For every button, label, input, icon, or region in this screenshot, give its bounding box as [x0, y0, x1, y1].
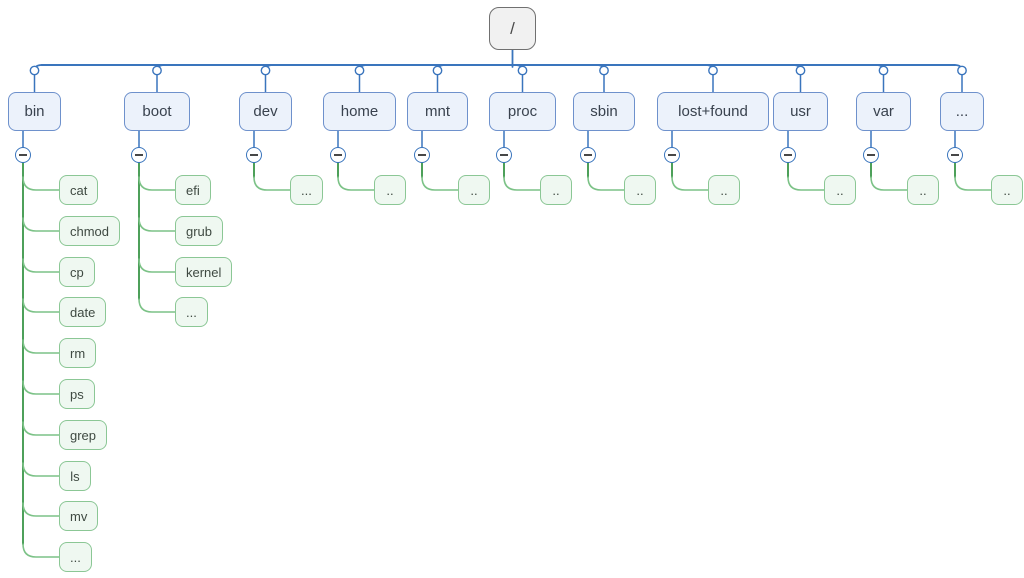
- node-leaf-9-0[interactable]: ..: [907, 175, 939, 205]
- node-leaf-0-1[interactable]: chmod: [59, 216, 121, 246]
- branch-col0-child4: [22, 339, 60, 354]
- node-dir-0[interactable]: bin: [8, 92, 61, 131]
- branch-col9-child0: [870, 176, 908, 191]
- connection-point-icon-col1: [152, 65, 162, 76]
- node-leaf-0-3[interactable]: date: [59, 297, 107, 327]
- branch-col8-child0: [787, 176, 825, 191]
- node-leaf-1-3[interactable]: ...: [175, 297, 208, 327]
- node-leaf-1-2[interactable]: kernel: [175, 257, 233, 287]
- connection-point-icon-col6: [599, 65, 609, 76]
- node-leaf-0-2[interactable]: cp: [59, 257, 95, 287]
- node-leaf-4-0[interactable]: ..: [458, 175, 490, 205]
- node-leaf-3-0[interactable]: ..: [374, 175, 406, 205]
- node-dir-10[interactable]: ...: [940, 92, 984, 131]
- node-root[interactable]: /: [489, 7, 536, 50]
- branch-col7-child0: [671, 176, 709, 191]
- collapse-minus-icon-col7[interactable]: [664, 147, 680, 163]
- branch-col0-child6: [22, 421, 60, 436]
- collapse-minus-icon-col4[interactable]: [414, 147, 430, 163]
- node-dir-7[interactable]: lost+found: [657, 92, 769, 131]
- node-dir-6[interactable]: sbin: [573, 92, 635, 131]
- branch-col1-child3: [138, 298, 176, 313]
- connection-point-icon-col7: [708, 65, 718, 76]
- branch-col1-child1: [138, 217, 176, 232]
- node-leaf-8-0[interactable]: ..: [824, 175, 856, 205]
- branch-col5-child0: [503, 176, 541, 191]
- node-leaf-0-4[interactable]: rm: [59, 338, 97, 368]
- node-leaf-1-1[interactable]: grub: [175, 216, 224, 246]
- node-dir-9[interactable]: var: [856, 92, 911, 131]
- node-leaf-2-0[interactable]: ...: [290, 175, 323, 205]
- node-leaf-0-6[interactable]: grep: [59, 420, 108, 450]
- branch-col0-child7: [22, 462, 60, 477]
- collapse-minus-icon-col8[interactable]: [780, 147, 796, 163]
- branch-col1-child0: [138, 176, 176, 191]
- node-dir-4[interactable]: mnt: [407, 92, 468, 131]
- connection-point-icon-col0: [29, 65, 40, 76]
- connection-point-icon-col2: [260, 65, 271, 76]
- branch-col3-child0: [337, 176, 375, 191]
- connection-point-icon-col3: [354, 65, 365, 76]
- branch-col2-child0: [253, 176, 291, 191]
- node-dir-8[interactable]: usr: [773, 92, 828, 131]
- node-leaf-0-8[interactable]: mv: [59, 501, 99, 531]
- branch-col6-child0: [587, 176, 625, 191]
- branch-col10-child0: [954, 176, 992, 191]
- branch-col0-child3: [22, 298, 60, 313]
- connection-point-icon-col8: [795, 65, 806, 76]
- node-leaf-6-0[interactable]: ..: [624, 175, 656, 205]
- node-leaf-0-0[interactable]: cat: [59, 175, 99, 205]
- branch-col0-child0: [22, 176, 60, 191]
- node-leaf-1-0[interactable]: efi: [175, 175, 211, 205]
- connection-point-icon-col4: [432, 65, 443, 76]
- collapse-minus-icon-col6[interactable]: [580, 147, 596, 163]
- collapse-minus-icon-col0[interactable]: [15, 147, 31, 163]
- node-leaf-5-0[interactable]: ..: [540, 175, 572, 205]
- branch-col1-child2: [138, 258, 176, 273]
- branch-col0-child1: [22, 217, 60, 232]
- node-dir-2[interactable]: dev: [239, 92, 292, 131]
- collapse-minus-icon-col10[interactable]: [947, 147, 963, 163]
- collapse-minus-icon-col5[interactable]: [496, 147, 512, 163]
- branch-col0-child9: [22, 543, 60, 558]
- branch-col0-child5: [22, 380, 60, 395]
- node-leaf-0-5[interactable]: ps: [59, 379, 95, 409]
- connection-point-icon-col10: [957, 65, 967, 76]
- node-leaf-7-0[interactable]: ..: [708, 175, 740, 205]
- branch-col0-child8: [22, 502, 60, 517]
- collapse-minus-icon-col1[interactable]: [131, 147, 147, 163]
- connection-point-icon-col5: [517, 65, 528, 76]
- collapse-minus-icon-col2[interactable]: [246, 147, 262, 163]
- collapse-minus-icon-col3[interactable]: [330, 147, 346, 163]
- node-leaf-10-0[interactable]: ..: [991, 175, 1023, 205]
- node-leaf-0-9[interactable]: ...: [59, 542, 92, 572]
- node-leaf-0-7[interactable]: ls: [59, 461, 91, 491]
- branch-col0-child2: [22, 258, 60, 273]
- connection-point-icon-col9: [878, 65, 889, 76]
- collapse-minus-icon-col9[interactable]: [863, 147, 879, 163]
- branch-col4-child0: [421, 176, 459, 191]
- node-dir-5[interactable]: proc: [489, 92, 556, 131]
- node-dir-3[interactable]: home: [323, 92, 396, 131]
- node-dir-1[interactable]: boot: [124, 92, 190, 131]
